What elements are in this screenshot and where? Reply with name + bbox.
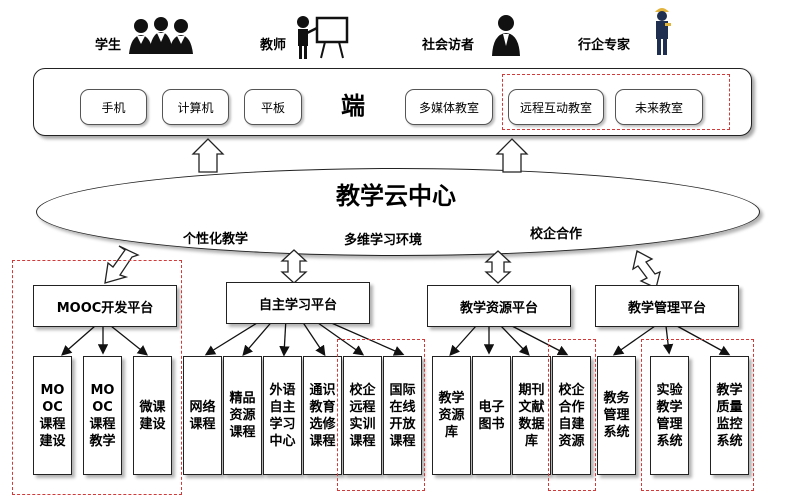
- self-item-language-center: 外语自主学习中心: [263, 356, 302, 475]
- device-remote-classroom: 远程互动教室: [508, 89, 604, 125]
- self-item-quality-resource: 精品资源课程: [223, 356, 262, 475]
- cloud-label-school-enterprise: 校企合作: [530, 227, 583, 242]
- mgmt-item-quality-monitor: 教学质量监控系统: [710, 356, 749, 475]
- device-phone: 手机: [80, 89, 147, 125]
- mgmt-item-academic-affairs: 教务管理系统: [597, 356, 636, 475]
- cloud-label-personalized: 个性化教学: [183, 232, 249, 247]
- role-visitor-label: 社会访者: [422, 38, 475, 53]
- device-multimedia-classroom: 多媒体教室: [405, 89, 493, 125]
- resource-item-journal-db: 期刊文献数据库: [512, 356, 551, 475]
- mgmt-lab-quality-highlight: [641, 339, 754, 491]
- double-arrow-resource: [484, 250, 512, 284]
- resource-item-library: 教学资源库: [432, 356, 471, 475]
- mooc-highlight: [12, 260, 182, 495]
- cloud-center-title: 教学云中心: [336, 182, 456, 210]
- visitor-person-icon: [492, 15, 520, 56]
- platform-mooc: MOOC开发平台: [33, 285, 177, 327]
- self-item-remote-training: 校企远程实训课程: [343, 356, 382, 475]
- students-icon: [129, 17, 193, 54]
- self-item-general-elective: 通识教育选修课程: [303, 356, 342, 475]
- double-arrow-management: [632, 250, 661, 289]
- self-item-online-course: 网络课程: [183, 356, 222, 475]
- expert-worker-icon: [655, 8, 671, 55]
- device-future-classroom: 未来教室: [615, 89, 703, 125]
- remote-future-highlight: [502, 74, 730, 130]
- cloud-label-learning-environment: 多维学习环境: [344, 233, 423, 248]
- mooc-item-micro-course: 微课建设: [133, 356, 172, 475]
- cloud-center-ellipse: [36, 168, 760, 256]
- platform-self-learning: 自主学习平台: [226, 282, 370, 324]
- block-arrow-left: [191, 138, 225, 173]
- role-expert-label: 行企专家: [578, 38, 631, 53]
- role-teacher-label: 教师: [260, 38, 287, 53]
- teacher-board-icon: [297, 16, 349, 59]
- terminal-title: 端: [341, 92, 365, 120]
- device-tablet: 平板: [244, 89, 302, 125]
- resource-item-ebooks: 电子图书: [472, 356, 511, 475]
- resource-item-self-built: 校企合作自建资源: [552, 356, 591, 475]
- double-arrow-mooc: [104, 245, 140, 284]
- platform-management: 教学管理平台: [595, 285, 739, 327]
- self-school-intl-highlight: [337, 339, 425, 491]
- resource-self-built-highlight: [548, 339, 596, 491]
- role-student-label: 学生: [95, 38, 122, 53]
- mooc-item-course-teach: MOOC课程教学: [83, 356, 122, 475]
- mgmt-item-lab-teaching: 实验教学管理系统: [650, 356, 689, 475]
- self-item-intl-open-course: 国际在线开放课程: [383, 356, 422, 475]
- block-arrow-right: [495, 138, 529, 173]
- double-arrow-self: [280, 249, 308, 284]
- platform-resource: 教学资源平台: [427, 285, 571, 327]
- mooc-item-course-build: MOOC课程建设: [33, 356, 72, 475]
- device-computer: 计算机: [162, 89, 229, 125]
